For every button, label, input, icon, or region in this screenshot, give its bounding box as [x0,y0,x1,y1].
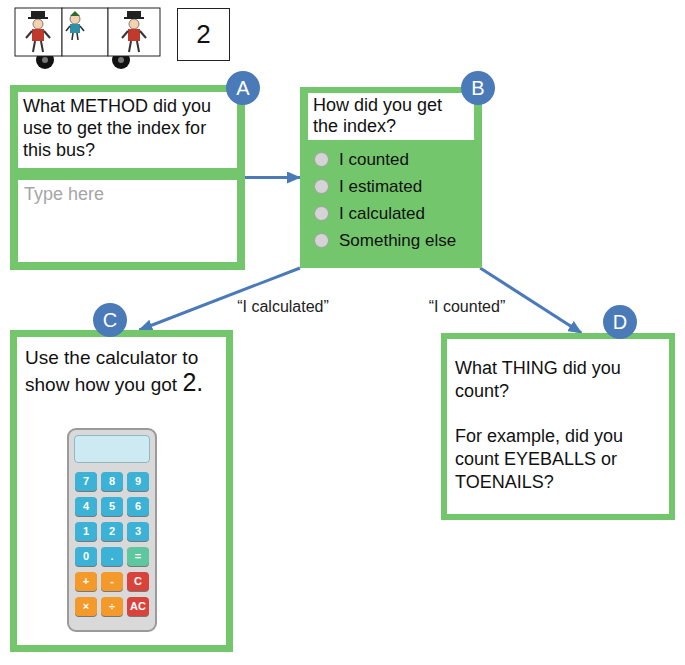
calculator-key: 7 [75,472,97,491]
key-label: 4 [83,501,89,512]
step-badge: A [226,71,260,105]
calculator-panel: Use the calculator to show how you got 2… [10,330,233,652]
text-input-field: Type here [18,180,237,262]
radio-button [314,179,329,194]
key-label: . [110,551,113,562]
bus-hub [118,57,124,63]
calculator-key: AC [127,597,149,616]
calculator-key: 8 [101,472,123,491]
passenger-figure [122,11,146,52]
instruction-number: 2. [182,368,203,396]
calculator-key: - [101,572,123,591]
key-label: 0 [83,551,89,562]
key-label: 1 [83,526,89,537]
calculator-key: C [127,572,149,591]
step-badge: D [603,305,637,339]
bus-seat [62,8,108,56]
passenger-figure [66,11,84,40]
edge-label: “I calculated” [234,298,332,316]
calculator-key: 2 [101,522,123,541]
option-text: I counted [339,150,409,170]
calculator-display [74,435,150,463]
step-badge: C [93,303,127,337]
key-label: ÷ [109,601,115,612]
key-label: - [110,576,114,587]
radio-button [314,233,329,248]
calculator-key: 9 [127,472,149,491]
badge-letter: C [103,309,117,332]
radio-button [314,152,329,167]
radio-button [314,206,329,221]
choice-panel: How did you get the index? I counted I est… [300,87,482,268]
index-number-box: 2 [177,8,230,61]
badge-letter: B [471,77,484,100]
edge-label: “I counted” [426,298,508,316]
key-label: 2 [109,526,115,537]
option-text: I calculated [339,204,425,224]
bus-seat [108,8,160,56]
calculator-key: ÷ [101,597,123,616]
radio-option: I calculated [308,200,474,227]
key-label: 6 [135,501,141,512]
question-text: How did you get the index? [308,93,474,140]
question-text: What THING did you count? [455,357,661,403]
radio-option: I counted [308,146,474,173]
key-label: × [83,601,89,612]
option-text: Something else [339,231,456,251]
radio-option: I estimated [308,173,474,200]
calculator-key: 3 [127,522,149,541]
badge-letter: D [613,311,627,334]
bus-hub [42,57,48,63]
calculator-key: . [101,547,123,566]
example-text: For example, did you count EYEBALLS or T… [455,425,661,494]
key-label: 7 [83,476,89,487]
calculator-key: = [127,547,149,566]
calculator-key: 1 [75,522,97,541]
radio-option: Something else [308,227,474,254]
option-text: I estimated [339,177,422,197]
bus-seat [15,8,62,56]
key-label: 5 [109,501,115,512]
key-label: C [134,576,142,587]
badge-letter: A [236,77,249,100]
calculator-illustration: 7 8 9 4 5 6 1 2 3 0. = + - C × ÷ AC [67,428,157,632]
calculator-key: + [75,572,97,591]
calculator-key: × [75,597,97,616]
calculator-key: 6 [127,497,149,516]
passenger-figure [26,11,50,52]
follow-up-panel: What THING did you count? For example, di… [441,333,675,520]
calculator-key: 4 [75,497,97,516]
key-label: 8 [109,476,115,487]
key-label: 3 [135,526,141,537]
key-label: = [135,551,141,562]
step-badge: B [461,71,495,105]
instruction-text: Use the calculator to show how you got 2… [25,345,218,397]
calculator-key: 5 [101,497,123,516]
key-label: 9 [135,476,141,487]
key-label: AC [130,601,146,612]
key-label: + [83,576,89,587]
index-number: 2 [196,19,210,50]
question-panel: What METHOD did you use to get the index… [10,85,245,270]
placeholder-text: Type here [24,184,104,204]
calculator-key: 0 [75,547,97,566]
question-text: What METHOD did you use to get the index… [18,92,237,168]
instruction-text-body: Use the calculator to show how you got [25,347,198,395]
flow-arrow [245,176,300,179]
